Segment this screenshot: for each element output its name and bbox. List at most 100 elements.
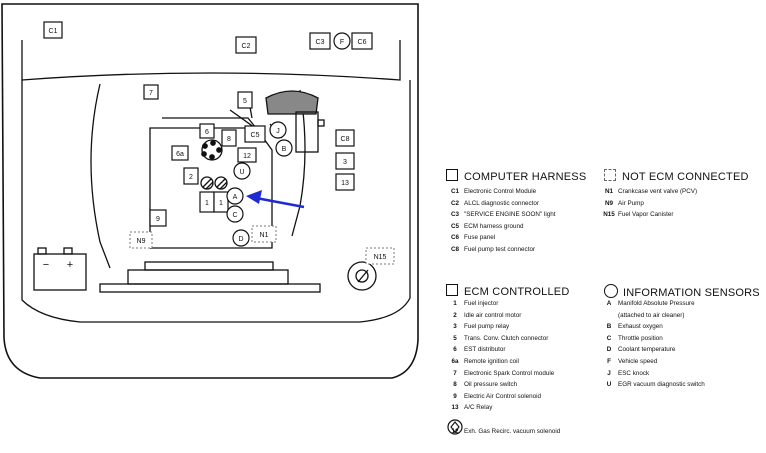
legend-item-key: 3 (453, 323, 457, 331)
legend-item-key: C5 (450, 222, 460, 230)
label-1b: 1 (219, 200, 223, 207)
label-j: J (276, 128, 280, 135)
label-c1: C1 (49, 28, 58, 35)
legend-item: (attached to air cleaner) (600, 310, 705, 322)
legend-item: D Coolant temperature (600, 344, 705, 356)
legend-item: C3 "SERVICE ENGINE SOON" light (446, 209, 556, 221)
legend-item: C1 Electronic Control Module (446, 186, 556, 198)
legend-item-key: C3 (450, 211, 460, 219)
legend-item-text: Throttle position (618, 334, 663, 342)
legend-item-key: 7 (453, 369, 457, 377)
legend-item-text: "SERVICE ENGINE SOON" light (464, 211, 556, 219)
legend-item: A Manifold Absolute Pressure (600, 298, 705, 310)
legend-item-text: EGR vacuum diagnostic switch (618, 381, 705, 389)
label-c5: C5 (251, 132, 260, 139)
engine-compartment-diagram: C1 C2 C3 F C6 7 5 C5 J 6 8 6a 12 B C8 3 … (1, 3, 419, 379)
pointer-arrow-icon (246, 190, 305, 209)
label-9: 9 (156, 216, 160, 223)
legend-item-text: Coolant temperature (618, 346, 676, 354)
legend-item-text: Exh. Gas Recirc. vacuum solenoid (464, 427, 561, 435)
legend-item-text: ESC knock (618, 369, 650, 377)
label-n9: N9 (137, 238, 146, 245)
legend-item-key: F (607, 357, 611, 365)
legend-item-key: 1 (453, 300, 457, 307)
legend-item: 8 Oil pressure switch (446, 379, 560, 391)
label-5: 5 (243, 98, 247, 105)
legend-item-key: U (606, 381, 612, 389)
legend-item-text: Fuel injector (464, 300, 499, 307)
label-c6: C6 (358, 39, 367, 46)
legend-item: N1 Crankcase vent valve (PCV) (600, 186, 697, 198)
legend-item-key: 6a (451, 357, 459, 365)
label-13: 13 (341, 180, 349, 187)
label-d: D (238, 236, 243, 243)
legend-item-key: A (606, 300, 612, 307)
legend-item-key: 13 (451, 404, 459, 412)
legend-item-text: Vehicle speed (618, 357, 658, 365)
legend-item: C5 ECM harness ground (446, 221, 556, 233)
legend-item-text: ECM harness ground (464, 222, 524, 230)
legend-item-key: C8 (450, 245, 460, 253)
label-1a: 1 (205, 200, 209, 207)
label-8: 8 (227, 136, 231, 143)
legend-item-key: D (606, 346, 612, 354)
legend-item: U EGR vacuum diagnostic switch (600, 379, 705, 391)
label-c: C (232, 212, 237, 219)
legend-item-text: Electronic Spark Control module (464, 369, 555, 377)
legend-item-text: Oil pressure switch (464, 381, 518, 389)
square-symbol-icon (446, 169, 458, 181)
legend-item-key: C6 (450, 234, 460, 242)
legend-item-text: Idle air control motor (464, 311, 522, 319)
legend-item-key: C2 (450, 199, 460, 207)
label-b: B (282, 146, 287, 153)
label-12: 12 (243, 153, 251, 160)
legend-item-text: Exhaust oxygen (618, 323, 663, 331)
legend-not-ecm-title: NOT ECM CONNECTED (604, 169, 749, 183)
legend-item-text: Manifold Absolute Pressure (618, 300, 695, 307)
legend-item-key: 6 (453, 346, 457, 354)
label-c8: C8 (341, 136, 350, 143)
dashed-square-symbol-icon (604, 169, 616, 181)
legend-item: 1 Fuel injector (446, 298, 560, 310)
legend-item-text: Electronic Control Module (464, 188, 537, 195)
legend-item-text: Electric Air Control solenoid (464, 392, 541, 400)
legend-item-text: Crankcase vent valve (PCV) (618, 188, 698, 195)
legend-item-key: 8 (453, 381, 457, 389)
legend-item-text: Remote ignition coil (464, 357, 519, 365)
square-symbol-icon (446, 284, 458, 296)
label-6: 6 (205, 129, 209, 136)
battery-plus: + (67, 259, 73, 271)
legend-item: 7 Electronic Spark Control module (446, 368, 560, 380)
relay-symbol-icon (447, 419, 463, 435)
circle-symbol-icon (604, 284, 618, 298)
legend-item-text: A/C Relay (464, 404, 493, 412)
legend-item-text: Fuel pump relay (464, 323, 510, 331)
legend-item: C8 Fuel pump test connector (446, 244, 556, 256)
legend-item: 3 Fuel pump relay (446, 321, 560, 333)
label-2: 2 (189, 174, 193, 181)
legend-item-key: J (607, 369, 611, 377)
legend-item-text: Fuel pump test connector (464, 245, 536, 253)
label-c3: C3 (316, 39, 325, 46)
legend-item-text: Air Pump (618, 199, 644, 207)
legend-item: 13 A/C Relay (446, 402, 560, 414)
label-a: A (233, 194, 238, 201)
legend-item-key: N9 (604, 199, 614, 207)
battery-minus: − (43, 259, 49, 271)
legend-item-key: C1 (450, 188, 460, 195)
legend-item-key: N1 (604, 188, 614, 195)
legend-info-sensors-list: A Manifold Absolute Pressure (attached to … (600, 298, 705, 391)
legend-ecm-controlled-title: ECM CONTROLLED (446, 284, 569, 298)
label-n15: N15 (374, 254, 387, 261)
legend-item-text: Trans. Conv. Clutch connector (464, 334, 549, 342)
legend-item-key: N15 (603, 211, 615, 219)
